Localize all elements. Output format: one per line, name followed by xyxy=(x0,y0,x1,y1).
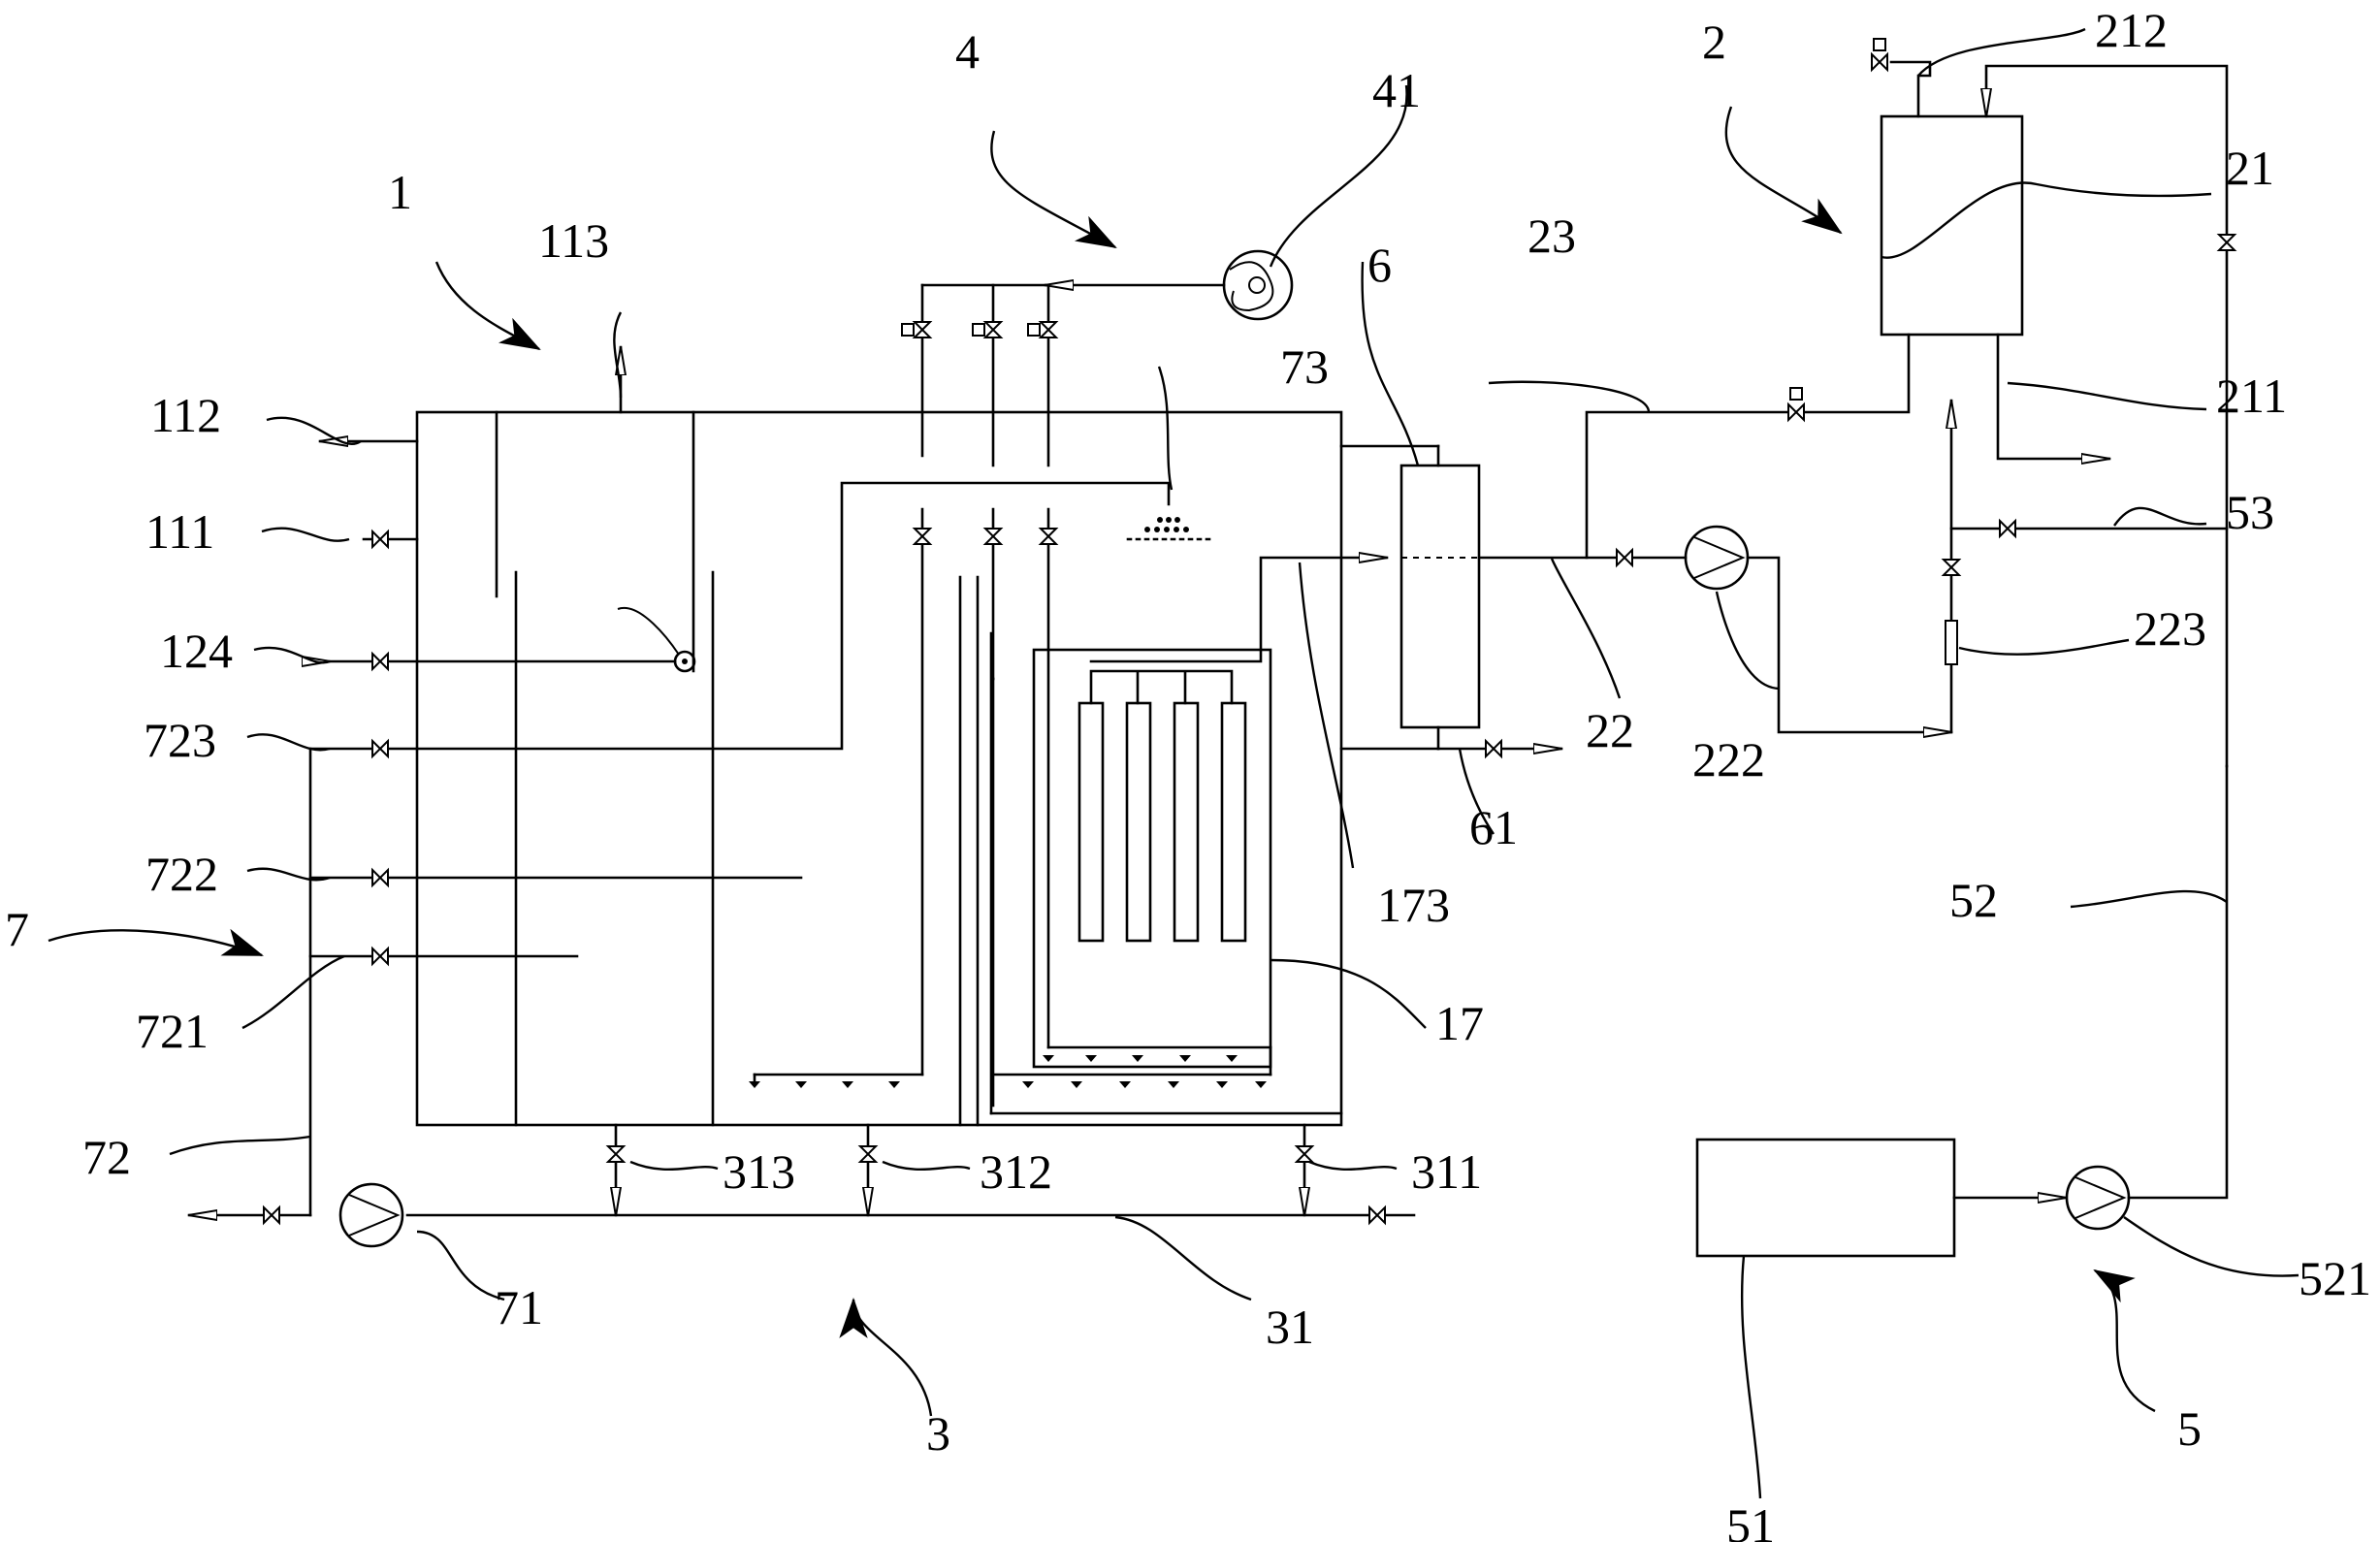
valve-symbol xyxy=(982,321,1004,338)
valve-symbol xyxy=(1038,528,1059,545)
valve-symbol xyxy=(1294,1145,1315,1163)
label-23: 23 xyxy=(1528,209,1576,263)
diffuser-nozzle xyxy=(749,1081,760,1088)
valve-symbol xyxy=(605,1145,627,1163)
valve-symbol xyxy=(2216,234,2237,251)
valve-symbol xyxy=(1941,559,1962,576)
label-722: 722 xyxy=(145,847,218,901)
spray-nozzle xyxy=(1126,517,1212,541)
label-61: 61 xyxy=(1469,800,1518,854)
tank-21 xyxy=(1880,114,2024,337)
label-4: 4 xyxy=(955,24,980,79)
valve-symbol xyxy=(371,738,389,759)
valve-symbol xyxy=(1368,1205,1386,1226)
diffuser-nozzle xyxy=(1071,1081,1082,1088)
valve-symbol xyxy=(1038,321,1059,338)
label-313: 313 xyxy=(723,1144,795,1199)
valve-symbol xyxy=(371,529,389,550)
diffuser-nozzle xyxy=(1168,1081,1179,1088)
label-3: 3 xyxy=(926,1406,950,1461)
label-51: 51 xyxy=(1726,1498,1775,1542)
valve-symbol xyxy=(1787,402,1805,423)
label-212: 212 xyxy=(2095,3,2168,57)
label-113: 113 xyxy=(538,213,609,268)
diffuser-nozzle xyxy=(888,1081,900,1088)
label-31: 31 xyxy=(1266,1300,1314,1354)
valve-symbol xyxy=(1999,518,2016,539)
label-1: 1 xyxy=(388,165,412,219)
diffuser-nozzle xyxy=(1132,1055,1143,1062)
label-41: 41 xyxy=(1372,63,1421,117)
label-53: 53 xyxy=(2226,485,2274,539)
label-52: 52 xyxy=(1949,873,1998,927)
label-7: 7 xyxy=(5,902,29,956)
valve-group xyxy=(263,38,2237,1226)
label-124: 124 xyxy=(160,624,233,678)
valve-actuator xyxy=(1873,38,1886,51)
label-71: 71 xyxy=(495,1280,543,1334)
label-112: 112 xyxy=(150,388,221,442)
separator-column xyxy=(1339,444,1563,749)
valve-actuator xyxy=(901,323,915,337)
label-721: 721 xyxy=(136,1004,209,1058)
valve-symbol xyxy=(371,946,389,967)
reaction-tank xyxy=(330,410,1343,1127)
tank-51 xyxy=(1695,1138,1956,1258)
label-72: 72 xyxy=(82,1130,131,1184)
valve-actuator xyxy=(1789,387,1803,401)
label-21: 21 xyxy=(2226,141,2274,195)
label-73: 73 xyxy=(1280,339,1329,394)
label-222: 222 xyxy=(1692,732,1765,787)
valve-symbol xyxy=(912,528,933,545)
diffuser-nozzle xyxy=(842,1081,853,1088)
valve-actuator xyxy=(1027,323,1041,337)
diffuser-nozzle xyxy=(1179,1055,1191,1062)
valve-symbol xyxy=(1871,51,1888,73)
blower xyxy=(1222,249,1294,321)
diffuser-nozzle xyxy=(1022,1081,1034,1088)
valve-symbol xyxy=(912,321,933,338)
valve-symbol xyxy=(1485,738,1502,759)
valve-actuator xyxy=(972,323,985,337)
label-211: 211 xyxy=(2216,369,2287,423)
label-6: 6 xyxy=(1367,238,1392,292)
label-17: 17 xyxy=(1435,996,1484,1050)
label-173: 173 xyxy=(1377,878,1450,932)
diffuser-nozzle xyxy=(1043,1055,1054,1062)
pump-521 xyxy=(2065,1165,2131,1231)
label-223: 223 xyxy=(2134,601,2206,656)
diffuser-nozzle xyxy=(1085,1055,1097,1062)
label-521: 521 xyxy=(2299,1251,2371,1305)
diffuser-nozzle xyxy=(795,1081,807,1088)
diffuser-nozzle xyxy=(1216,1081,1228,1088)
valve-symbol xyxy=(371,867,389,888)
valve-symbol xyxy=(1616,547,1633,568)
valve-symbol xyxy=(857,1145,879,1163)
valve-symbol xyxy=(371,651,389,672)
diffuser-nozzle xyxy=(1119,1081,1131,1088)
label-311: 311 xyxy=(1411,1144,1482,1199)
pump-71 xyxy=(338,1182,404,1248)
valve-symbol xyxy=(982,528,1004,545)
label-2: 2 xyxy=(1702,15,1726,69)
label-111: 111 xyxy=(145,504,214,559)
label-723: 723 xyxy=(144,713,216,767)
label-312: 312 xyxy=(980,1144,1052,1199)
diffuser-nozzle xyxy=(1226,1055,1238,1062)
label-22: 22 xyxy=(1586,703,1634,757)
pump-222 xyxy=(1684,525,1750,591)
valve-symbol xyxy=(263,1205,280,1226)
flow-meter xyxy=(1945,620,1958,665)
label-5: 5 xyxy=(2177,1401,2202,1456)
diffuser-nozzle xyxy=(1255,1081,1267,1088)
membrane-module xyxy=(1032,648,1272,1069)
